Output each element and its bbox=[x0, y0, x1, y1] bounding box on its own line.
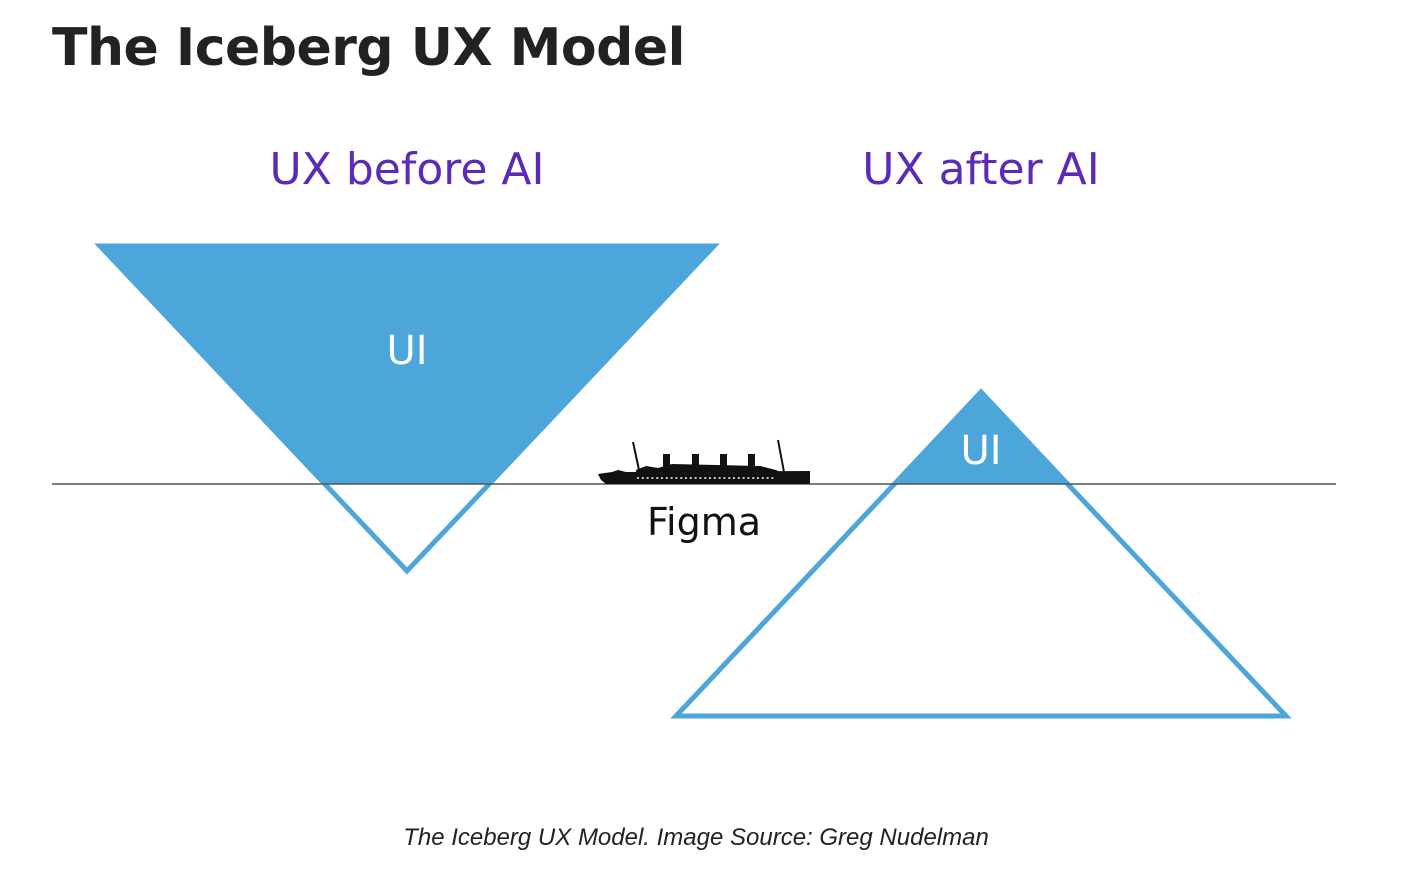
ship-label: Figma bbox=[647, 500, 761, 544]
heading-ux-before-ai: UX before AI bbox=[269, 144, 545, 195]
iceberg-after-ai: UI bbox=[670, 388, 1292, 719]
iceberg-after-ai-above-water bbox=[894, 392, 1068, 484]
iceberg-before-ai-label: UI bbox=[386, 328, 427, 374]
page-title: The Iceberg UX Model bbox=[52, 18, 685, 78]
iceberg-before-ai-outline bbox=[94, 243, 720, 575]
iceberg-before-ai-above-water bbox=[100, 246, 714, 484]
iceberg-after-ai-outline bbox=[670, 388, 1292, 719]
iceberg-before-ai: UI bbox=[94, 243, 720, 575]
heading-ux-after-ai: UX after AI bbox=[862, 144, 1100, 195]
image-caption: The Iceberg UX Model. Image Source: Greg… bbox=[403, 824, 989, 851]
iceberg-after-ai-label: UI bbox=[960, 428, 1001, 474]
ship-icon bbox=[598, 439, 810, 484]
